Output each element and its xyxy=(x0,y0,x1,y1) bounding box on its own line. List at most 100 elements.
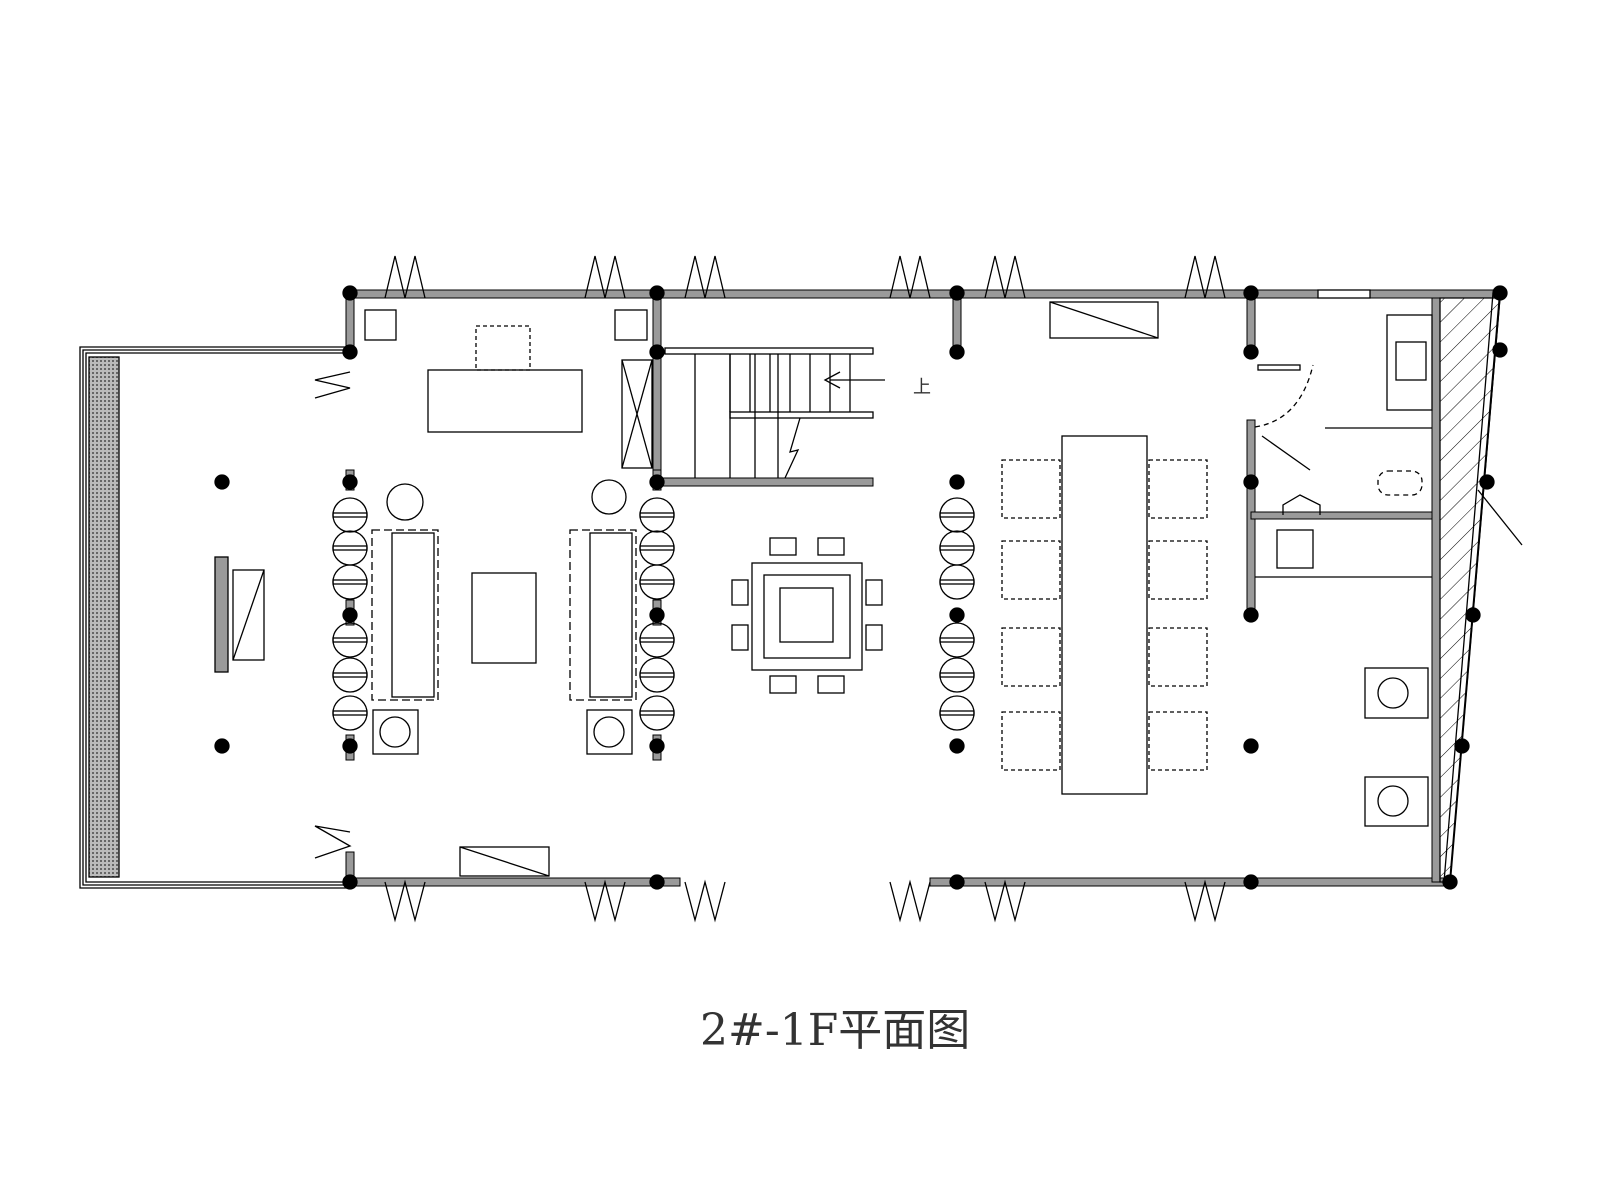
folding-door-south xyxy=(684,879,726,923)
wall xyxy=(929,877,1451,887)
chair-back xyxy=(332,512,368,518)
square-table xyxy=(751,562,863,671)
folding-door-west xyxy=(314,825,352,859)
column xyxy=(949,607,965,623)
dining-chair xyxy=(769,675,797,694)
column xyxy=(1492,342,1508,358)
chair-back xyxy=(639,710,675,716)
column xyxy=(649,874,665,890)
long-table-chair xyxy=(1001,540,1061,600)
column xyxy=(1492,285,1508,301)
tv-cabinet-diagonal xyxy=(232,569,265,661)
sofa xyxy=(569,529,637,701)
column xyxy=(214,474,230,490)
column xyxy=(649,738,665,754)
wall xyxy=(652,292,662,484)
column xyxy=(649,344,665,360)
cabinet-x xyxy=(621,359,653,469)
lounge-chair xyxy=(639,695,675,731)
column xyxy=(1243,474,1259,490)
lamp-table xyxy=(586,709,633,755)
tv-console xyxy=(214,556,229,673)
washer-drum xyxy=(1377,677,1409,709)
square-table-inner xyxy=(763,574,851,659)
lounge-chair xyxy=(939,695,975,731)
stair-arrow-head xyxy=(823,371,841,389)
long-table-chair xyxy=(1148,459,1208,519)
tv-cabinet xyxy=(232,569,265,661)
chair-back xyxy=(939,637,975,643)
sideboard xyxy=(1049,301,1159,339)
column xyxy=(949,474,965,490)
planting-strip xyxy=(88,356,120,878)
cabinet xyxy=(621,359,653,469)
round-side-table xyxy=(386,483,424,521)
desk-chair xyxy=(475,325,531,371)
lounge-chair xyxy=(639,497,675,533)
column xyxy=(342,344,358,360)
dining-chair xyxy=(817,675,845,694)
toilet xyxy=(1377,470,1423,496)
sideboard-diagonal xyxy=(1049,301,1159,339)
folding-door-south xyxy=(384,879,426,923)
chair-back xyxy=(332,710,368,716)
chair-back xyxy=(639,545,675,551)
lounge-chair xyxy=(332,695,368,731)
window xyxy=(1317,289,1371,299)
chair-back xyxy=(332,579,368,585)
lounge-chair xyxy=(332,622,368,658)
chair-back xyxy=(939,710,975,716)
stair-break-line xyxy=(784,417,801,479)
long-table-chair xyxy=(1001,627,1061,687)
long-table-chair xyxy=(1001,459,1061,519)
desk xyxy=(427,369,583,433)
folding-door-north xyxy=(889,255,931,299)
lamp-icon xyxy=(379,716,411,748)
dining-chair xyxy=(817,537,845,556)
east-outer-wall xyxy=(1449,292,1501,883)
column xyxy=(342,874,358,890)
folding-door-south xyxy=(584,879,626,923)
chair-back xyxy=(639,637,675,643)
lounge-chair xyxy=(939,622,975,658)
sofa-cushion xyxy=(589,532,633,698)
chair-back xyxy=(332,672,368,678)
hatched-wall-zone xyxy=(1439,297,1501,883)
long-table-chair xyxy=(1148,711,1208,771)
column xyxy=(949,285,965,301)
column xyxy=(342,474,358,490)
lounge-chair xyxy=(939,564,975,600)
column xyxy=(649,285,665,301)
column xyxy=(1243,344,1259,360)
washing-machine xyxy=(1364,667,1429,719)
dining-chair xyxy=(865,579,883,606)
washer-drum xyxy=(1377,785,1409,817)
door-swing xyxy=(1254,364,1314,428)
sofa-cushion xyxy=(391,532,435,698)
sideboard-diagonal xyxy=(459,846,550,877)
dining-chair xyxy=(865,624,883,651)
terrace-outline xyxy=(82,349,350,886)
washing-machine xyxy=(1364,776,1429,827)
column xyxy=(342,607,358,623)
folding-door-north xyxy=(684,255,726,299)
folding-door-south xyxy=(889,879,931,923)
terrace-outline xyxy=(85,352,350,883)
column xyxy=(949,738,965,754)
chair-back xyxy=(639,672,675,678)
folding-door-north xyxy=(1184,255,1226,299)
folding-door-south xyxy=(984,879,1026,923)
lounge-chair xyxy=(639,622,675,658)
column xyxy=(342,285,358,301)
lounge-chair xyxy=(939,657,975,693)
east-outer-wall-inner xyxy=(1443,292,1494,883)
drawing-title: 2#-1F平面图 xyxy=(700,1005,970,1056)
wash-basin xyxy=(1276,529,1314,569)
column xyxy=(949,874,965,890)
column xyxy=(1243,874,1259,890)
wall xyxy=(1250,289,1501,299)
column xyxy=(1243,607,1259,623)
dining-chair xyxy=(769,537,797,556)
sideboard xyxy=(459,846,550,877)
